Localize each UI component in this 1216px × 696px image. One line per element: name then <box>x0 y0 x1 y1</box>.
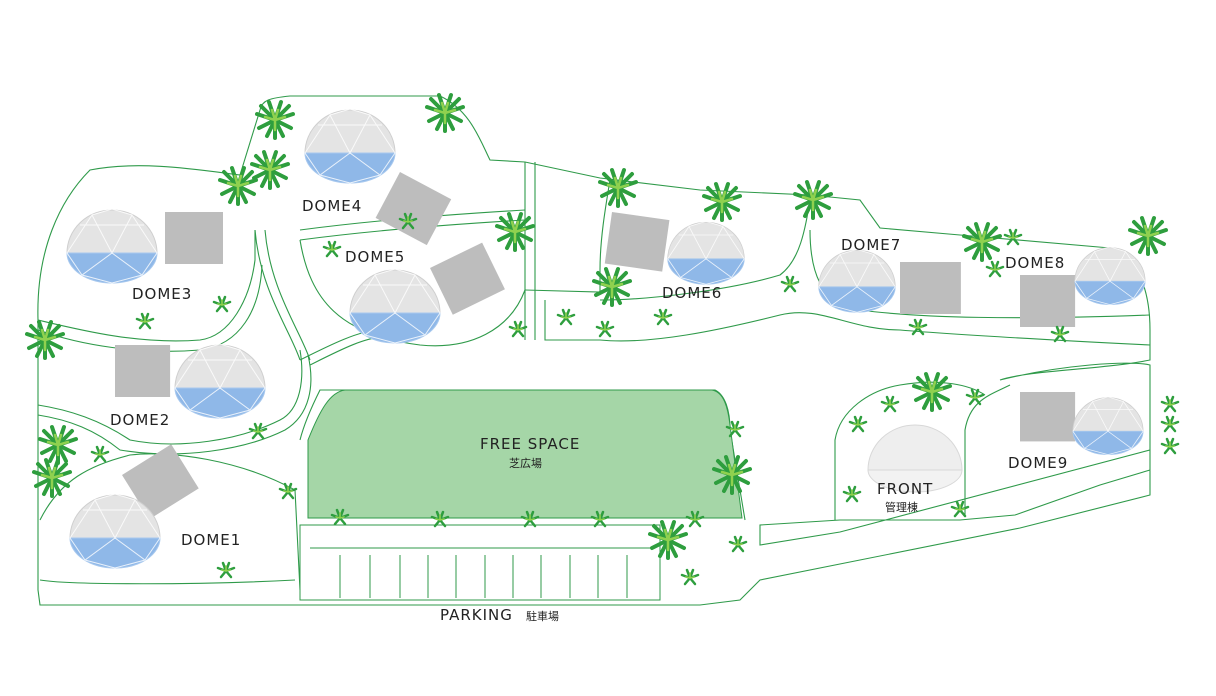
dome3-tent[interactable] <box>66 208 158 284</box>
dome3-label: DOME3 <box>132 285 192 303</box>
free-space-lawn[interactable] <box>307 389 743 519</box>
dome6-tent[interactable] <box>667 220 745 285</box>
dome9-tent[interactable] <box>1072 396 1144 456</box>
dome5-label: DOME5 <box>345 248 405 266</box>
free-space-label: FREE SPACE <box>480 435 580 453</box>
dome2-tent[interactable] <box>174 343 266 419</box>
parking-label: PARKING <box>440 606 513 624</box>
dome8-tent[interactable] <box>1074 246 1146 306</box>
dome4-label: DOME4 <box>302 197 362 215</box>
parking-sub-label: 駐車場 <box>526 609 559 623</box>
front-sub-label: 管理棟 <box>885 500 918 514</box>
dome4-tent[interactable] <box>304 108 396 184</box>
dome7-label: DOME7 <box>841 236 901 254</box>
dome2-label: DOME2 <box>110 411 170 429</box>
dome8-label: DOME8 <box>1005 254 1065 272</box>
free-space-sub-label: 芝広場 <box>509 457 542 470</box>
dome1-label: DOME1 <box>181 531 241 549</box>
parking-lot[interactable] <box>299 524 661 601</box>
front-label: FRONT <box>877 480 933 498</box>
dome5-tent[interactable] <box>349 268 441 344</box>
dome6-label: DOME6 <box>662 284 722 302</box>
site-boundary <box>37 95 1151 606</box>
dome9-label: DOME9 <box>1008 454 1068 472</box>
front-building[interactable] <box>867 424 963 493</box>
dome7-tent[interactable] <box>818 248 896 313</box>
labels: DOME1 DOME2 DOME3 DOME4 DOME5 DOME6 DOME… <box>110 197 1068 624</box>
